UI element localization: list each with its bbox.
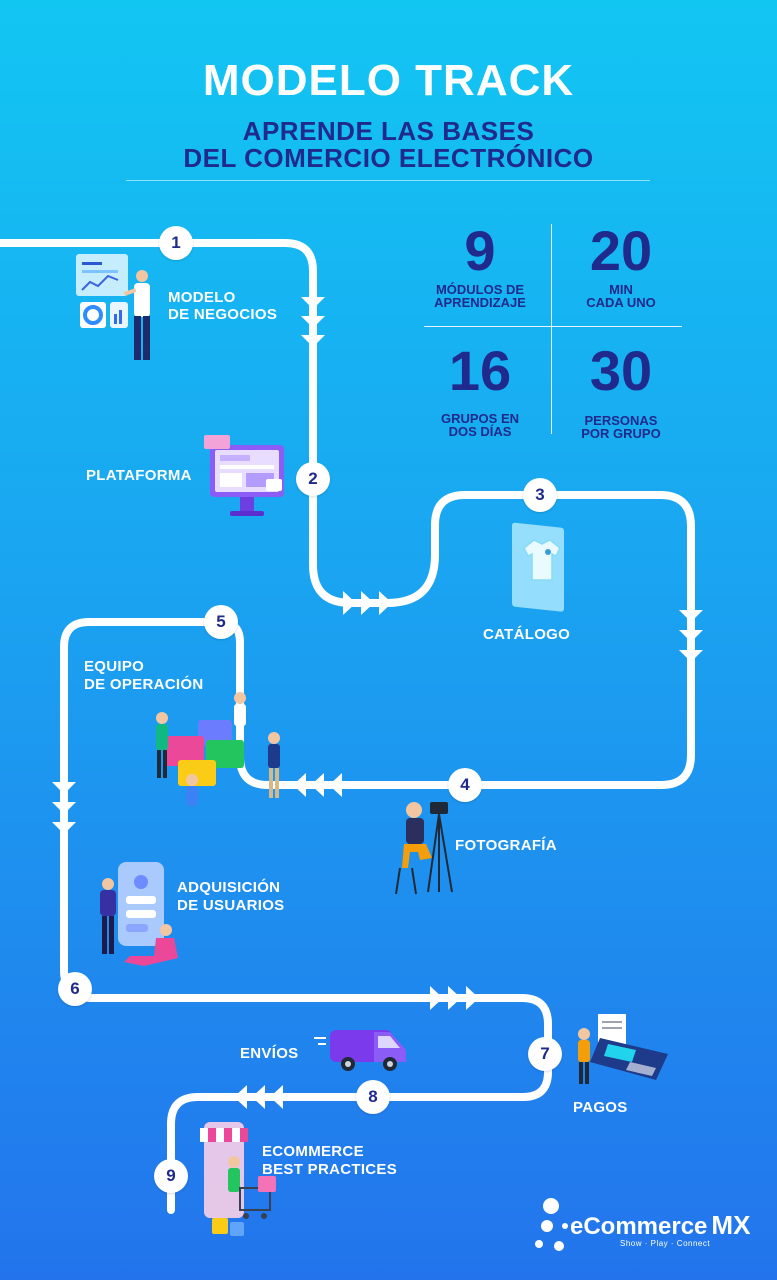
stat-groups-label-1: GRUPOS EN <box>440 411 519 426</box>
step-1-label-2: DE NEGOCIOS <box>168 306 278 323</box>
step-3-label: CATÁLOGO <box>483 626 571 643</box>
stat-people-label-1: PERSONAS <box>584 413 658 428</box>
step-5-node: 5 <box>204 605 238 639</box>
platform-monitor-icon <box>204 435 284 516</box>
step-2-label: PLATAFORMA <box>86 467 192 484</box>
subtitle-line-1: APRENDE LAS BASES <box>242 116 535 146</box>
step-1-node: 1 <box>159 226 193 260</box>
payment-terminal-icon <box>578 1014 668 1084</box>
step-7-node: 7 <box>528 1037 562 1071</box>
subtitle-line-2: DEL COMERCIO ELECTRÓNICO <box>183 143 594 173</box>
page-title: MODELO TRACK <box>202 56 575 105</box>
step-4-node: 4 <box>448 768 482 802</box>
step-9-node: 9 <box>154 1159 188 1193</box>
business-dashboard-icon <box>76 254 150 360</box>
path-arrows <box>52 297 703 1109</box>
stat-people-label-2: POR GRUPO <box>581 426 661 441</box>
step-6-label-2: DE USUARIOS <box>177 897 285 914</box>
step-8-node: 8 <box>356 1080 390 1114</box>
step-9-label-1: ECOMMERCE <box>262 1143 364 1160</box>
user-acquisition-phone-icon <box>100 862 178 966</box>
catalog-shirt-icon <box>512 522 564 612</box>
brand-tagline: Show · Play · Connect <box>620 1239 711 1248</box>
stat-people-value: 30 <box>589 339 653 402</box>
stat-groups-value: 16 <box>448 339 512 402</box>
brand-logo: eCommercemx <box>570 1212 750 1240</box>
brand-suffix: mx <box>711 1210 751 1240</box>
stat-minutes-label-2: CADA UNO <box>586 295 656 310</box>
stats-vertical-divider <box>551 224 552 434</box>
step-6-label-1: ADQUISICIÓN <box>177 879 281 896</box>
step-4-label: FOTOGRAFÍA <box>455 837 557 854</box>
stats-horizontal-divider <box>424 326 682 327</box>
step-7-label: PAGOS <box>573 1099 628 1116</box>
step-3-node: 3 <box>523 478 557 512</box>
step-5-label-1: EQUIPO <box>84 658 145 675</box>
team-puzzle-icon <box>156 692 280 806</box>
brand-name: eCommerce <box>570 1213 708 1240</box>
step-8-label: ENVÍOS <box>240 1045 299 1062</box>
delivery-van-icon <box>314 1030 406 1071</box>
stat-groups-label-2: DOS DÍAS <box>448 424 512 439</box>
header-divider <box>126 180 650 181</box>
stat-modules-label-1: MÓDULOS DE <box>435 282 525 297</box>
step-2-node: 2 <box>296 462 330 496</box>
step-1-label-1: MODELO <box>168 289 236 306</box>
brand-molecule-icon <box>535 1198 568 1251</box>
stat-minutes-value: 20 <box>589 219 653 282</box>
step-5-label-2: DE OPERACIÓN <box>84 676 204 693</box>
step-9-label-2: BEST PRACTICES <box>262 1161 398 1178</box>
step-6-node: 6 <box>58 972 92 1006</box>
stat-minutes-label-1: MIN <box>609 282 633 297</box>
stat-modules-value: 9 <box>464 219 496 282</box>
photographer-icon <box>395 802 453 895</box>
ecommerce-store-icon <box>200 1122 276 1236</box>
stat-modules-label-2: APRENDIZAJE <box>434 295 526 310</box>
